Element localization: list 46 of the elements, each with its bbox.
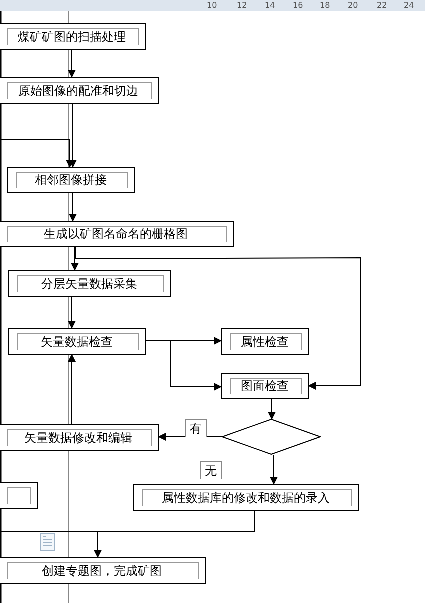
arrow xyxy=(68,50,76,78)
arrow xyxy=(68,354,76,424)
arrow xyxy=(0,140,74,168)
arrow xyxy=(146,340,222,391)
step-text: 相邻图像拼接 xyxy=(35,173,107,187)
ruler-number: 12 xyxy=(237,1,248,10)
arrow xyxy=(268,398,276,420)
ruler-number: 18 xyxy=(320,1,330,10)
step-text: 矢量数据检查 xyxy=(41,334,113,348)
ruler-number: 16 xyxy=(293,1,304,10)
process-box xyxy=(0,424,159,451)
arrow xyxy=(270,454,278,485)
process-box xyxy=(8,270,171,297)
step-text: 矢量数据修改和编辑 xyxy=(24,430,132,444)
process-box xyxy=(0,221,234,247)
step-text: 分层矢量数据采集 xyxy=(42,276,138,290)
arrow xyxy=(0,532,102,558)
step-text: 生成以矿图名命名的栅格图 xyxy=(44,227,188,241)
arrow xyxy=(76,246,362,390)
process-box xyxy=(221,328,309,355)
process-box xyxy=(221,373,309,399)
process-box xyxy=(133,484,359,511)
arrow xyxy=(158,433,222,441)
step-text: 图面检查 xyxy=(241,379,289,393)
step-text: 属性数据库的修改和数据的录入 xyxy=(162,490,330,504)
step-text: 属性检查 xyxy=(241,334,289,348)
process-box xyxy=(8,328,146,355)
arrow xyxy=(68,296,76,329)
ruler-number: 14 xyxy=(265,1,276,10)
step-text: 煤矿矿图的扫描处理 xyxy=(18,30,126,44)
ruler-number: 22 xyxy=(377,1,388,10)
arrow xyxy=(69,192,77,222)
process-box xyxy=(0,482,38,509)
process-box xyxy=(0,23,146,50)
edge-label: 无 xyxy=(200,461,222,479)
process-box xyxy=(7,167,135,193)
process-box xyxy=(0,77,159,104)
arrow xyxy=(69,104,77,168)
ruler-number: 20 xyxy=(348,1,358,10)
ruler-number: 10 xyxy=(207,1,218,10)
process-box xyxy=(0,557,206,584)
ruler-number: 24 xyxy=(404,1,414,10)
arrow xyxy=(71,246,79,271)
step-text: 创建专题图，完成矿图 xyxy=(42,564,162,578)
edge-label: 有 xyxy=(185,419,207,437)
step-text: 原始图像的配准和切边 xyxy=(18,84,138,98)
